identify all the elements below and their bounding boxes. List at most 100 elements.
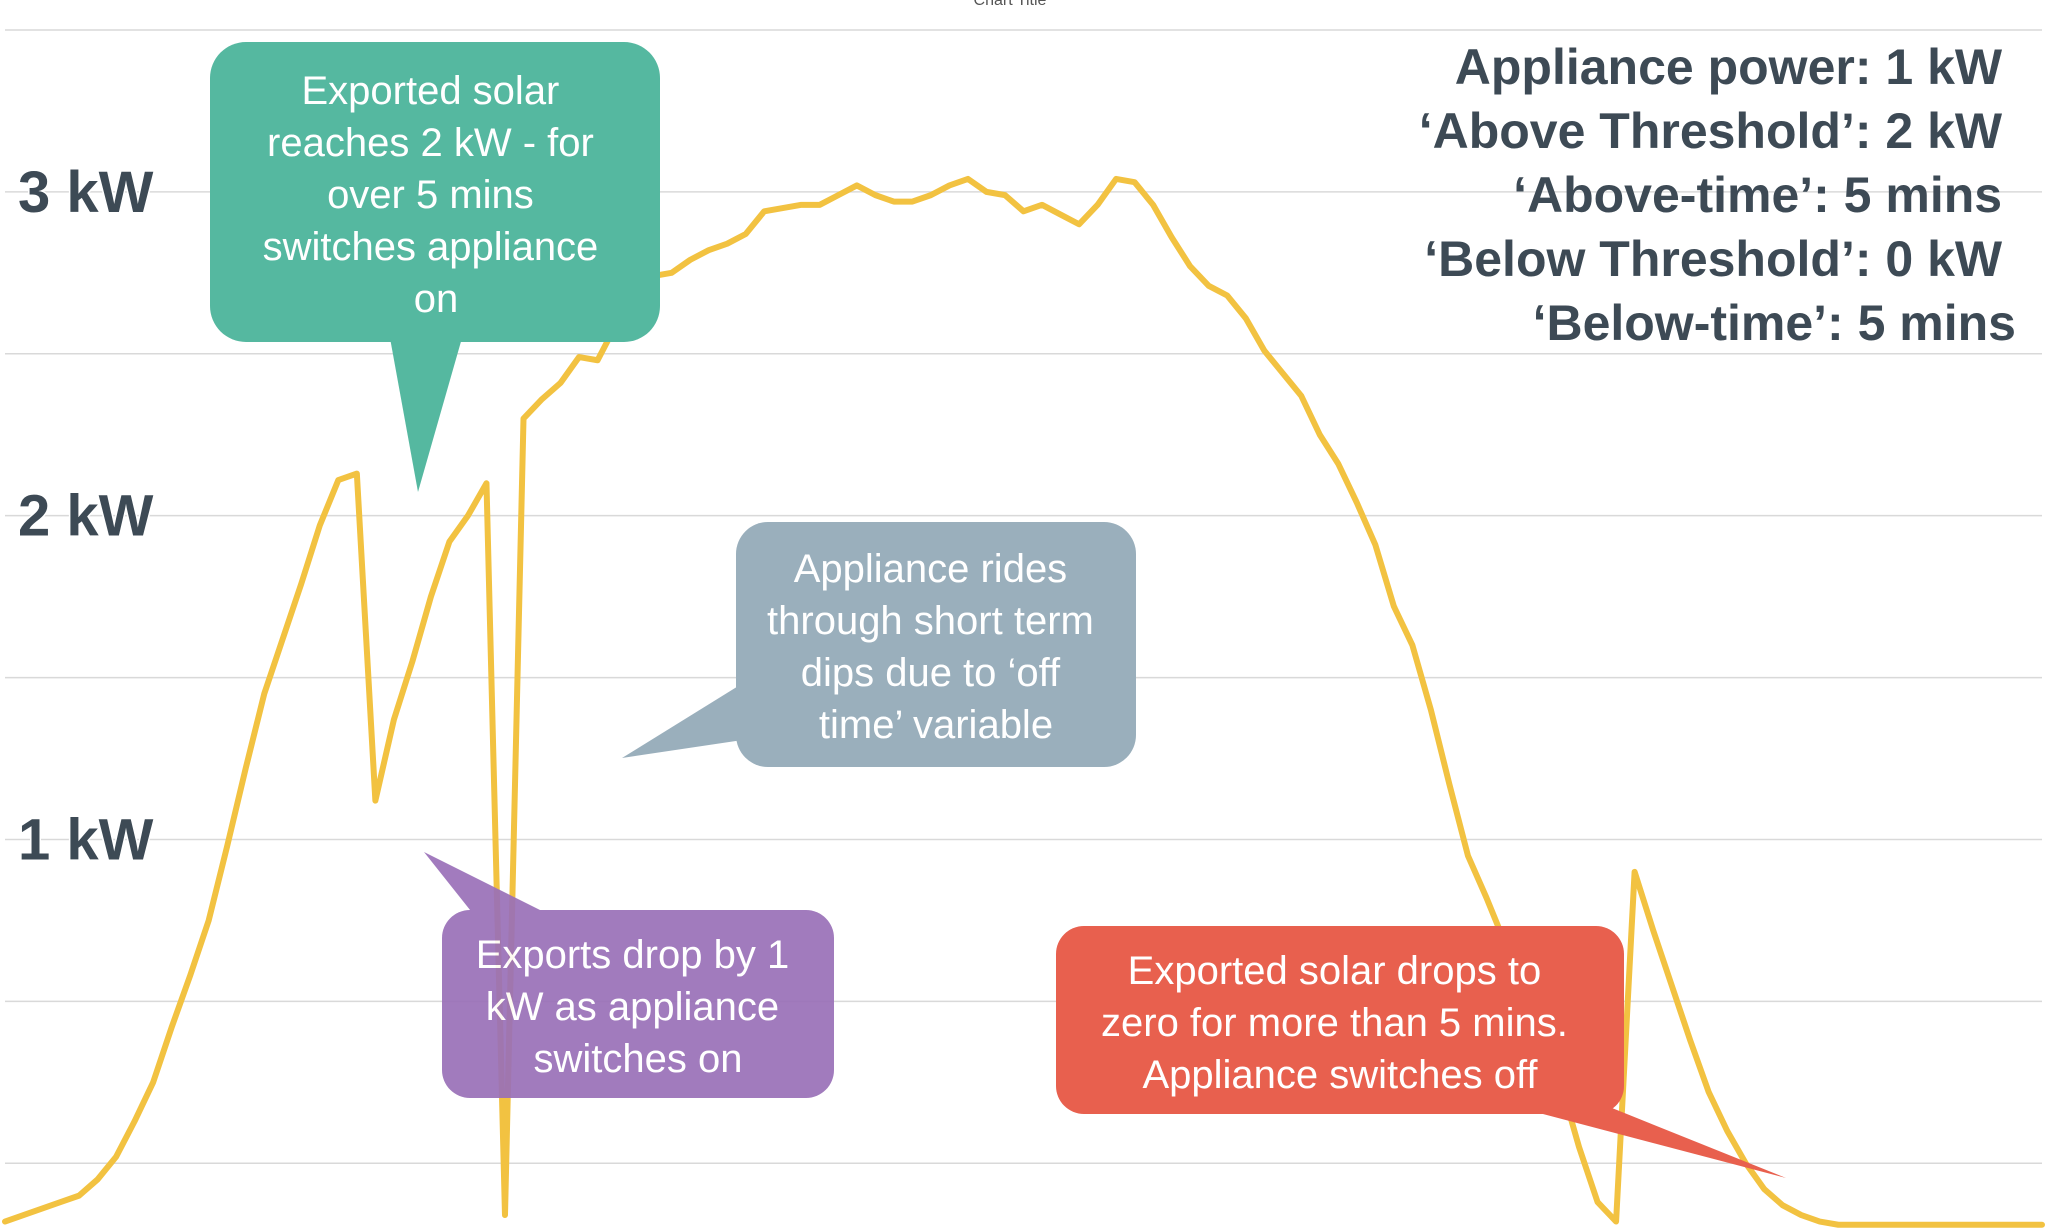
callout-gray-line: Appliance rides xyxy=(794,547,1068,591)
series-point xyxy=(1446,781,1452,787)
callout-purple-pointer xyxy=(424,852,548,920)
series-point xyxy=(521,416,527,422)
series-point xyxy=(169,1024,175,1030)
series-point xyxy=(428,594,434,600)
series-point xyxy=(132,1118,138,1124)
series-point xyxy=(206,917,212,923)
series-point xyxy=(965,176,971,182)
callout-red-box xyxy=(1056,926,1624,1114)
callout-gray-text: Appliance rides through short term dips … xyxy=(767,547,1105,747)
series-point xyxy=(1409,642,1415,648)
series-point xyxy=(1983,1222,1989,1228)
series-point xyxy=(58,1199,64,1205)
series-point xyxy=(95,1176,101,1182)
callout-gray-pointer xyxy=(622,680,756,758)
series-point xyxy=(1835,1222,1841,1228)
series-point xyxy=(761,208,767,214)
series-point xyxy=(1669,982,1675,988)
series-point xyxy=(706,247,712,253)
callout-green-box xyxy=(210,42,660,342)
series-point xyxy=(2002,1222,2008,1228)
callout-red-line: zero for more than 5 mins. xyxy=(1101,1001,1568,1045)
callout-red: Exported solar drops to zero for more th… xyxy=(1056,926,1786,1178)
series-point xyxy=(39,1206,45,1212)
parameter-line: ‘Above Threshold’: 2 kW xyxy=(1419,103,2003,159)
series-point xyxy=(891,199,897,205)
series-point xyxy=(872,192,878,198)
series-point xyxy=(780,205,786,211)
series-point xyxy=(1187,263,1193,269)
series-point xyxy=(1798,1212,1804,1218)
series-point xyxy=(446,539,452,545)
series-point xyxy=(354,471,360,477)
series-point xyxy=(187,972,193,978)
callout-gray-line: dips due to ‘off xyxy=(801,651,1061,695)
y-tick-label: 3 kW xyxy=(18,160,154,225)
callout-red-pointer xyxy=(1520,1108,1786,1178)
callout-green-line: over 5 mins xyxy=(327,173,534,217)
callout-green-line: switches appliance xyxy=(263,225,599,269)
callout-purple-line: kW as appliance xyxy=(486,985,779,1029)
series-point xyxy=(1817,1219,1823,1225)
series-point xyxy=(1724,1128,1730,1134)
series-point xyxy=(280,636,286,642)
series-point xyxy=(372,798,378,804)
series-point xyxy=(1965,1222,1971,1228)
series-point xyxy=(798,202,804,208)
series-point xyxy=(1687,1037,1693,1043)
series-point xyxy=(1206,283,1212,289)
series-point xyxy=(1261,348,1267,354)
callout-gray-line: through short term xyxy=(767,599,1094,643)
series-point xyxy=(1595,1199,1601,1205)
series-point xyxy=(595,357,601,363)
series-point xyxy=(909,199,915,205)
series-point xyxy=(465,513,471,519)
series-point xyxy=(539,396,545,402)
callout-green-line: reaches 2 kW - for xyxy=(267,121,594,165)
series-point xyxy=(1428,707,1434,713)
callout-gray-box xyxy=(736,522,1136,767)
series-point xyxy=(1854,1222,1860,1228)
series-point xyxy=(1335,461,1341,467)
series-point xyxy=(669,270,675,276)
series-point xyxy=(483,480,489,486)
series-point xyxy=(1298,393,1304,399)
series-point xyxy=(1058,212,1064,218)
series-point xyxy=(1909,1222,1915,1228)
series-point xyxy=(1132,179,1138,185)
series-point xyxy=(946,182,952,188)
series-point xyxy=(1946,1222,1952,1228)
callout-green-text: Exported solar reaches 2 kW - for over 5… xyxy=(263,69,610,321)
series-point xyxy=(854,182,860,188)
series-point xyxy=(1280,370,1286,376)
callout-purple-line: switches on xyxy=(534,1037,743,1081)
callout-purple: Exports drop by 1 kW as appliance switch… xyxy=(424,852,834,1098)
series-point xyxy=(21,1212,27,1218)
series-point xyxy=(928,192,934,198)
series-point xyxy=(1780,1202,1786,1208)
callout-gray-line: time’ variable xyxy=(819,703,1053,747)
series-point xyxy=(1891,1222,1897,1228)
callout-purple-text: Exports drop by 1 kW as appliance switch… xyxy=(476,933,801,1081)
parameter-line: ‘Below-time’: 5 mins xyxy=(1533,295,2016,351)
series-point xyxy=(1150,202,1156,208)
series-point xyxy=(409,658,415,664)
callout-red-text: Exported solar drops to zero for more th… xyxy=(1101,949,1579,1097)
series-point xyxy=(2039,1222,2045,1228)
series-point xyxy=(1632,869,1638,875)
series-point xyxy=(2020,1222,2026,1228)
series-point xyxy=(1076,221,1082,227)
callout-green: Exported solar reaches 2 kW - for over 5… xyxy=(210,42,660,492)
series-point xyxy=(224,843,230,849)
series-point xyxy=(1613,1219,1619,1225)
series-point xyxy=(1650,927,1656,933)
series-point xyxy=(1354,500,1360,506)
chart-title: Chart Title xyxy=(974,0,1047,9)
callout-green-pointer xyxy=(390,338,462,492)
series-point xyxy=(317,522,323,528)
parameters-block: Appliance power: 1 kW ‘Above Threshold’:… xyxy=(1419,39,2016,351)
series-point xyxy=(502,1212,508,1218)
callout-gray: Appliance rides through short term dips … xyxy=(622,522,1136,767)
callout-red-line: Appliance switches off xyxy=(1142,1053,1538,1097)
series-point xyxy=(1039,202,1045,208)
